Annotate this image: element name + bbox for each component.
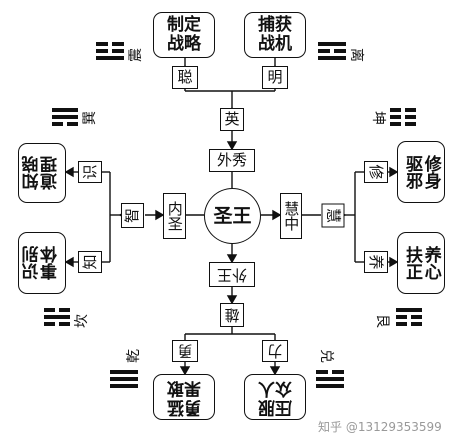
xun-label: 巽 [82,111,98,125]
outer-bottom-right: 压服 众人 [244,374,306,420]
outer-bottom-left: 勇猛 果敢 [153,374,215,420]
kan-label: 坎 [74,314,90,328]
ring-left: 内圣 [163,193,186,239]
outer-right-bottom: 养心 扶正 [397,232,445,294]
outer-left-bottom: 识别 事体 [18,232,66,294]
outer-top-right: 捕获 战机 [244,12,306,58]
li-label: 离 [348,48,364,62]
ring-right: 慧中 [280,193,302,239]
ring-top: 外秀 [209,149,255,172]
branch-left-bottom: 知 [78,251,102,273]
qian-label: 乾 [126,349,142,363]
ring-bottom: 外王 [209,262,255,287]
branch-top-right: 明 [262,66,288,89]
mid-top: 英 [220,108,244,131]
zhen-label: 震 [128,48,144,62]
mid-left: 智 [121,203,144,228]
branch-right-bottom: 养 [364,251,388,273]
branch-left-top: 识 [78,161,102,183]
outer-right-top: 修身 驱邪 [397,141,445,203]
watermark: 知乎 @13129353599 [318,420,442,434]
dui-trigram-icon [316,370,344,388]
mid-right: 慧 [321,203,345,228]
kun-trigram-icon [390,108,416,126]
branch-bottom-right: 力 [262,340,288,362]
outer-left-top: 知晓 道理 [18,143,66,203]
kan-trigram-icon [44,308,70,326]
dui-label: 兑 [318,349,334,363]
branch-right-top: 修 [364,161,388,183]
branch-top-left: 聪 [172,66,198,89]
gen-label: 艮 [374,314,390,328]
li-trigram-icon [318,42,346,60]
outer-top-left: 制定 战略 [153,12,215,58]
branch-bottom-left: 勇 [172,340,198,362]
mid-bottom: 雄 [220,303,244,327]
kun-label: 坤 [370,111,386,125]
xun-trigram-icon [52,108,78,126]
gen-trigram-icon [396,308,422,326]
zhen-trigram-icon [96,42,124,60]
center-sage-king: 圣王 [204,188,261,244]
qian-trigram-icon [110,370,138,388]
